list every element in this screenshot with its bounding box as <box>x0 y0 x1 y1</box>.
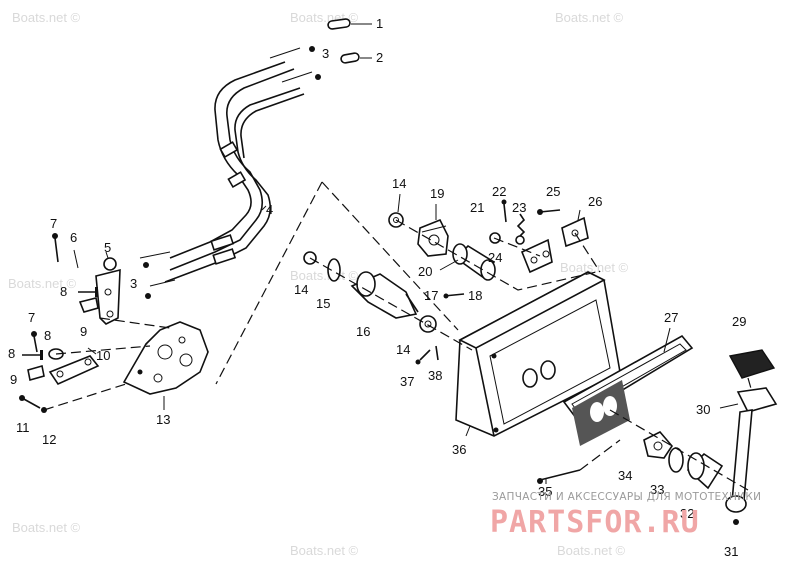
screw-part-31 <box>733 519 739 525</box>
control-cables-part-4 <box>139 47 313 287</box>
shaft-part-16 <box>350 271 419 319</box>
part-label-16: 16 <box>356 324 370 339</box>
watermark: Boats.net © <box>8 276 77 291</box>
assembly-guide-lines <box>43 181 753 491</box>
part-label-27: 27 <box>664 310 678 325</box>
pin-part-38 <box>435 345 439 361</box>
washer-part-14 <box>419 315 437 333</box>
part-label-8-alt: 8 <box>8 346 15 361</box>
part-label-6: 6 <box>70 230 77 245</box>
part-label-19: 19 <box>430 186 444 201</box>
part-label-31: 31 <box>724 544 738 559</box>
part-label-38: 38 <box>428 368 442 383</box>
screw-part-8 <box>78 287 98 297</box>
nut-part-5 <box>103 257 117 271</box>
part-label-14: 14 <box>392 176 406 191</box>
screw-part-8 <box>22 350 43 360</box>
pin-part-17 <box>443 293 465 299</box>
brand-tagline: ЗАПЧАСТИ И АКСЕССУАРЫ ДЛЯ МОТОТЕХНИКИ <box>492 491 761 503</box>
part-label-21: 21 <box>470 200 484 215</box>
lever-part-9 <box>27 364 45 382</box>
leader-lines <box>73 23 739 484</box>
part-label-32: 32 <box>680 506 694 521</box>
collar-part-32 <box>686 452 724 490</box>
watermark: Boats.net © <box>560 260 629 275</box>
watermark: Boats.net © <box>12 10 81 25</box>
brand-watermark: ЗАПЧАСТИ И АКСЕССУАРЫ ДЛЯ МОТОТЕХНИКИ PA… <box>490 491 761 540</box>
part-label-9: 9 <box>80 324 87 339</box>
lever-part-9 <box>78 297 99 313</box>
part-label-20: 20 <box>418 264 432 279</box>
washer-part-3 <box>315 74 321 80</box>
spacer-part-15 <box>327 258 341 282</box>
part-label-13: 13 <box>156 412 170 427</box>
part-label-35: 35 <box>538 484 552 499</box>
part-label-25: 25 <box>546 184 560 199</box>
part-label-8: 8 <box>44 328 51 343</box>
part-label-36: 36 <box>452 442 466 457</box>
part-label-14: 14 <box>294 282 308 297</box>
pin-part-2 <box>340 52 360 64</box>
faceplate <box>572 380 630 446</box>
part-label-11: 11 <box>16 420 30 435</box>
brand-logo: PARTSFOR.RU <box>490 505 700 540</box>
screw-part-7 <box>52 233 59 263</box>
part-label-5: 5 <box>104 240 111 255</box>
handle-lever-part-30 <box>725 387 778 513</box>
watermark: Boats.net © <box>555 10 624 25</box>
screw-part-22 <box>501 199 507 223</box>
spring-part-23 <box>515 213 526 245</box>
part-number-labels: 1 2 3 4 3 5 6 7 8 9 7 8 8 9 10 11 12 13 … <box>8 16 746 559</box>
part-label-24: 24 <box>488 250 502 265</box>
bolt-part-11 <box>19 395 41 409</box>
watermark: Boats.net © <box>557 543 626 558</box>
part-label-33: 33 <box>650 482 664 497</box>
part-label-26: 26 <box>588 194 602 209</box>
long-bolt-part-35 <box>537 469 581 484</box>
part-label-8: 8 <box>60 284 67 299</box>
screw-part-25 <box>537 209 561 215</box>
part-label-9: 9 <box>10 372 17 387</box>
part-label-37: 37 <box>400 374 414 389</box>
part-label-22: 22 <box>492 184 506 199</box>
washer-part-3 <box>143 262 149 268</box>
ring-part-34 <box>643 431 674 459</box>
part-label-30: 30 <box>696 402 710 417</box>
washer-part-3 <box>309 46 315 52</box>
part-label-3: 3 <box>322 46 329 61</box>
handle-grip-part-29 <box>728 349 776 379</box>
part-label-29: 29 <box>732 314 746 329</box>
part-label-2: 2 <box>376 50 383 65</box>
control-housing-part-36 <box>455 271 621 437</box>
screw-part-7 <box>31 331 38 353</box>
part-label-7: 7 <box>28 310 35 325</box>
part-label-4: 4 <box>266 202 273 217</box>
watermark: Boats.net © <box>12 520 81 535</box>
part-label-7: 7 <box>50 216 57 231</box>
mounting-bracket-part-6 <box>95 268 121 325</box>
shift-plate-part-13 <box>122 321 209 395</box>
part-label-18: 18 <box>468 288 482 303</box>
part-label-1: 1 <box>376 16 383 31</box>
part-label-34: 34 <box>618 468 632 483</box>
pin-part-1 <box>327 18 351 30</box>
part-label-10: 10 <box>96 348 110 363</box>
washer-part-3 <box>145 293 151 299</box>
watermark-layer: Boats.net © Boats.net © Boats.net © Boat… <box>8 10 629 558</box>
gear-part-19 <box>417 218 449 257</box>
watermark: Boats.net © <box>290 543 359 558</box>
part-label-14: 14 <box>396 342 410 357</box>
screw-part-37 <box>415 349 431 365</box>
bracket-part-24 <box>520 238 553 274</box>
part-label-15: 15 <box>316 296 330 311</box>
part-label-23: 23 <box>512 200 526 215</box>
watermark: Boats.net © <box>290 268 359 283</box>
plate-part-26 <box>561 216 589 248</box>
part-label-12: 12 <box>42 432 56 447</box>
part-label-3: 3 <box>130 276 137 291</box>
part-label-17: 17 <box>424 288 438 303</box>
link-arm-part-10 <box>48 355 100 386</box>
